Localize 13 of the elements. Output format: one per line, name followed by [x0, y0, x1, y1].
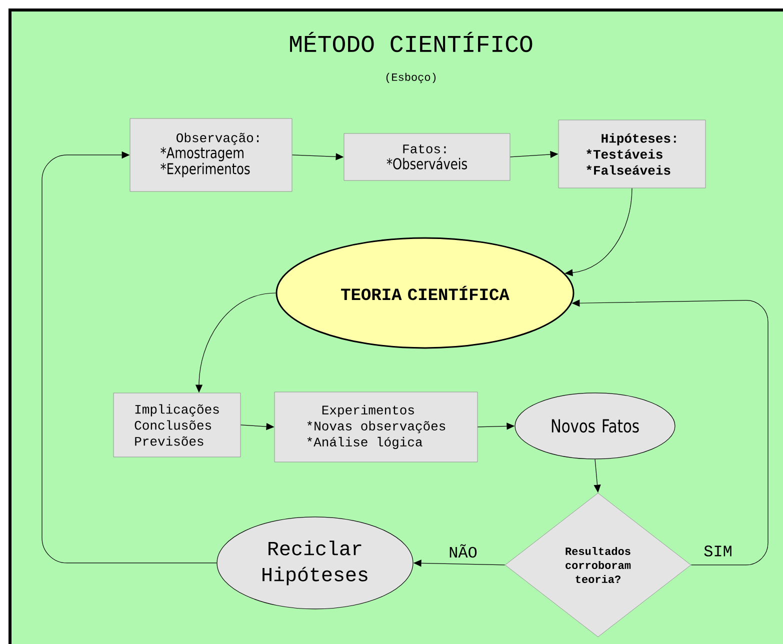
- process-box: Implicações Conclusões Previsões: [113, 392, 241, 458]
- edge-label: SIM: [702, 544, 734, 558]
- process-box: Observação: *Amostragem *Experimentos: [130, 118, 292, 192]
- title: MÉTODO CIENTÍFICO: [290, 32, 532, 52]
- arrow: [42, 151, 218, 564]
- ellipse-node: Novos Fatos: [514, 392, 676, 460]
- process-box: Experimentos *Novas observações *Análise lógica: [274, 392, 478, 462]
- ellipse-node: Reciclar Hipóteses: [216, 516, 414, 610]
- process-box: Hipóteses: *Testáveis *Falseáveis: [558, 120, 706, 188]
- edge-label: NÃO: [448, 543, 478, 559]
- process-box: Fatos: *Observáveis: [344, 133, 510, 181]
- subtitle: (Esboço): [386, 72, 436, 84]
- ellipse-node: TEORIA CIENTÍFICA: [276, 237, 574, 349]
